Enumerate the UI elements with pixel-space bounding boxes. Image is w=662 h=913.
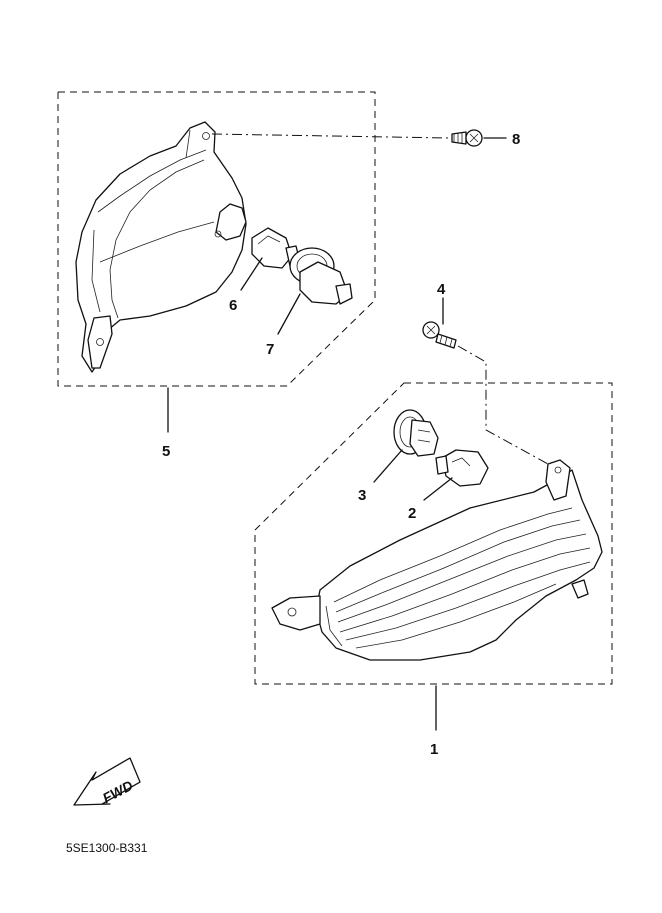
diagram-code: 5SE1300-B331	[66, 841, 148, 855]
callout-6: 6	[229, 297, 237, 314]
fwd-arrow-icon: FWD	[73, 757, 141, 806]
callout-4: 4	[437, 281, 446, 298]
leader-6	[240, 257, 263, 291]
socket-7	[289, 247, 353, 305]
screw-4-axis	[457, 345, 549, 465]
flasher-lens-front	[271, 459, 603, 661]
assembly-1-boundary	[254, 382, 613, 685]
assembly-5-boundary	[57, 91, 376, 387]
flasher-housing-rear	[75, 121, 247, 373]
callout-1: 1	[430, 741, 438, 758]
callout-7: 7	[266, 341, 274, 358]
leader-3	[373, 449, 403, 483]
leader-7	[277, 293, 301, 335]
leader-2	[423, 477, 453, 501]
callout-8: 8	[512, 131, 520, 148]
socket-3	[393, 409, 439, 457]
bulb-2	[435, 449, 489, 487]
callout-3: 3	[358, 487, 366, 504]
screw-4	[422, 321, 457, 349]
callout-2: 2	[408, 505, 416, 522]
callout-5: 5	[162, 443, 170, 460]
screw-8-axis	[211, 133, 451, 139]
screw-8	[451, 129, 483, 147]
